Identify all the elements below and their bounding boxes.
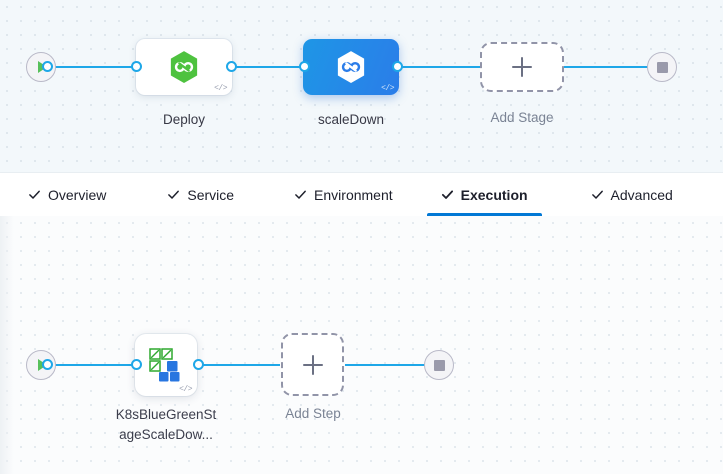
tab-label: Environment [314, 186, 393, 203]
tab-execution[interactable]: Execution [426, 173, 542, 216]
step-label-line2: ageScaleDow... [119, 427, 213, 442]
port-exec-start-out[interactable] [42, 359, 53, 370]
port-deploy-in[interactable] [131, 61, 142, 72]
plus-icon [302, 354, 323, 375]
k8s-blue-green-tiles-icon [149, 348, 180, 382]
port-start-out[interactable] [42, 61, 53, 72]
stage-canvas[interactable]: </> Deploy </> scaleDown Add Stage [0, 0, 723, 173]
add-stage-label: Add Stage [490, 110, 554, 125]
tab-label: Overview [48, 186, 107, 203]
stage-label-scaledown: scaleDown [317, 112, 385, 127]
port-deploy-out[interactable] [226, 61, 237, 72]
port-scaledown-in[interactable] [299, 61, 310, 72]
plus-icon [512, 57, 532, 77]
tab-service[interactable]: Service [167, 173, 234, 216]
code-marker-icon: </> [381, 84, 394, 93]
check-icon [591, 190, 603, 199]
pipeline-end-node[interactable] [647, 52, 677, 82]
edge-step-to-addstep [196, 364, 280, 366]
stage-label-deploy: Deploy [162, 112, 206, 127]
step-card-k8s-bluegreen-scaledown[interactable]: </> [135, 334, 197, 396]
check-icon [295, 190, 306, 199]
stage-card-scaledown[interactable]: </> [303, 39, 399, 95]
code-marker-icon: </> [179, 385, 192, 394]
edge-scaledown-to-addstage [394, 66, 480, 68]
tab-label: Service [187, 186, 235, 203]
tab-label: Execution [460, 186, 528, 203]
add-step-button[interactable] [281, 333, 344, 396]
edge-start-to-step [46, 364, 142, 366]
edge-addstep-to-end [345, 364, 429, 366]
tab-advanced[interactable]: Advanced [591, 173, 673, 216]
execution-canvas[interactable]: </> K8sBlueGreenSt ageScaleDow... Add St… [0, 216, 723, 474]
check-icon [441, 190, 453, 199]
section-tabbar: Overview Service Environment Execution A… [0, 173, 723, 216]
step-label-line1: K8sBlueGreenSt [115, 407, 217, 422]
check-icon [168, 190, 180, 199]
port-step-in[interactable] [131, 359, 142, 370]
tab-label: Advanced [610, 186, 673, 203]
execution-end-node[interactable] [424, 350, 454, 380]
port-scaledown-out[interactable] [392, 61, 403, 72]
stage-card-deploy[interactable]: </> [136, 39, 232, 95]
edge-deploy-to-scaledown [228, 66, 306, 68]
check-icon [29, 190, 40, 199]
edge-addstage-to-end [564, 66, 652, 68]
add-step-label: Add Step [285, 406, 341, 421]
kubernetes-deploy-hexagon-icon [337, 51, 365, 83]
port-step-out[interactable] [193, 359, 204, 370]
code-marker-icon: </> [214, 84, 227, 93]
add-stage-button[interactable] [480, 42, 564, 92]
edge-start-to-deploy [46, 66, 140, 68]
stop-icon [433, 359, 445, 371]
kubernetes-deploy-hexagon-icon [170, 51, 198, 83]
tab-environment[interactable]: Environment [294, 173, 393, 216]
tab-overview[interactable]: Overview [28, 173, 106, 216]
stop-icon [656, 61, 668, 73]
